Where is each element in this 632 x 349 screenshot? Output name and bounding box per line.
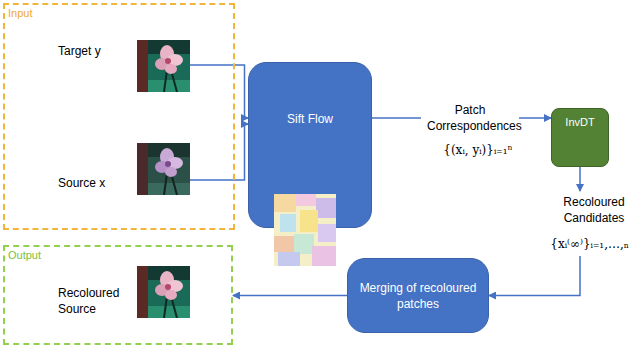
arrow-connector: [233, 295, 347, 296]
connector-segment: [579, 167, 581, 191]
target-photo: [137, 40, 190, 92]
connector-segment: [519, 117, 551, 119]
connector-segment: [372, 117, 421, 119]
group-title: Output: [8, 247, 41, 263]
flow-field-image: [274, 194, 336, 266]
connector-segment: [489, 256, 580, 296]
arrow-connector: [190, 65, 248, 180]
box-label: InvDT: [552, 114, 608, 130]
arrow-connector: [489, 167, 580, 296]
group-box: InputTarget y Source x: [3, 3, 235, 230]
process-box: Merging of recoloured patches: [347, 258, 489, 333]
process-box: InvDT: [551, 108, 609, 167]
math-notation: {xᵢ⁽∞⁾}ᵢ₌₁,…,ₙ: [550, 236, 629, 252]
edge-label: Recoloured Candidates: [558, 194, 630, 226]
box-label: Merging of recoloured patches: [357, 280, 479, 312]
connector-segment: [233, 295, 347, 297]
edge-label: Patch Correspondences: [427, 102, 513, 134]
group-title: Input: [8, 5, 32, 21]
box-label: Sift Flow: [249, 111, 371, 127]
math-notation: {(xᵢ, yᵢ)}ᵢ₌₁ⁿ: [443, 142, 512, 158]
source-photo: [137, 143, 190, 195]
input-label: Source x: [58, 175, 105, 191]
group-box: OutputRecoloured Source: [3, 245, 233, 345]
connector-segment: [190, 65, 248, 118]
output-label: Recoloured Source: [58, 285, 128, 317]
connector-segment: [190, 124, 248, 180]
process-box: Sift Flow: [248, 62, 372, 228]
arrow-connector: [372, 118, 551, 119]
output-photo: [137, 266, 190, 318]
input-label: Target y: [58, 43, 101, 59]
